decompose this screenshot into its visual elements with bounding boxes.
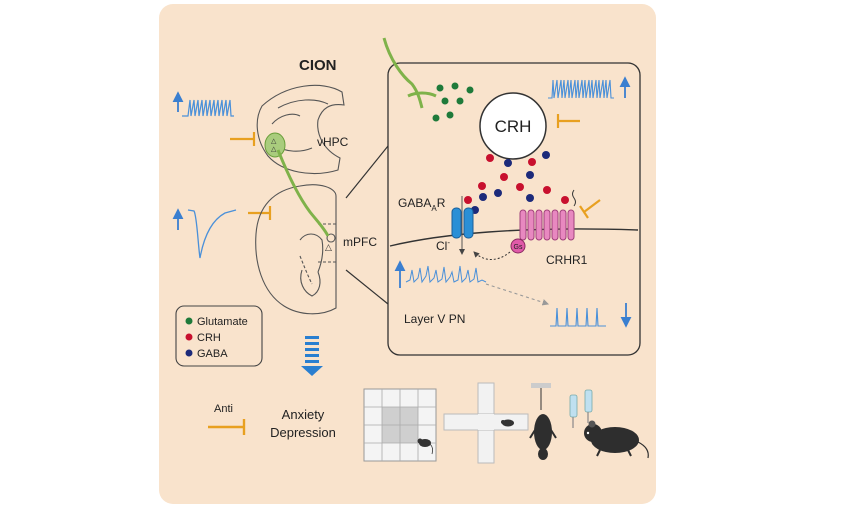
legend-item-glutamate: Glutamate bbox=[185, 316, 248, 328]
legend-item-crh: CRH bbox=[185, 332, 221, 344]
figure-title: CION bbox=[299, 57, 337, 74]
chloride-ion-label: Cl- bbox=[436, 238, 450, 253]
crhr1-receptor bbox=[519, 209, 575, 241]
legend-item-gaba: GABA bbox=[185, 348, 228, 360]
neuron-triangle-icon: △ bbox=[271, 146, 277, 153]
legend-label: Glutamate bbox=[197, 316, 248, 328]
region-label-vhpc: vHPC bbox=[317, 135, 349, 149]
outcome-anxiety: Anxiety bbox=[282, 407, 325, 422]
gaba-molecules bbox=[471, 151, 550, 214]
axon-terminal bbox=[407, 91, 437, 98]
open-field-arena bbox=[363, 388, 437, 462]
anti-label: Anti bbox=[214, 403, 233, 415]
presynaptic-axon bbox=[382, 37, 424, 109]
legend-dot bbox=[185, 333, 193, 341]
elevated-plus-maze bbox=[443, 382, 529, 464]
mpfc-evoked-trace bbox=[172, 208, 237, 259]
gabaa-receptor bbox=[451, 196, 474, 255]
synapse-zoom-box bbox=[387, 62, 641, 356]
zoom-line-top bbox=[345, 145, 389, 199]
legend-box bbox=[175, 305, 263, 367]
brain-section-mpfc bbox=[255, 184, 337, 315]
legend-label: CRH bbox=[197, 332, 221, 344]
crh-molecules bbox=[464, 154, 569, 204]
legend-dot bbox=[185, 317, 193, 325]
inhibit-symbol-crhr1 bbox=[579, 199, 601, 219]
dashed-down-arrow-icon bbox=[301, 336, 323, 376]
inhibit-symbol-crh bbox=[556, 114, 580, 128]
inhibit-symbol-mpfc bbox=[248, 206, 272, 220]
gs-to-gabaa-arrow bbox=[473, 251, 511, 260]
crh-neuron-label: CRH bbox=[495, 117, 532, 136]
legend-dot bbox=[185, 349, 193, 357]
neuron-triangle-icon: △ bbox=[325, 242, 332, 252]
gabaa-receptor-label: GABAAR bbox=[398, 196, 446, 213]
cell-membrane bbox=[389, 228, 639, 247]
receptor-tail bbox=[572, 189, 576, 207]
legend-label: GABA bbox=[197, 348, 228, 360]
inhibit-symbol-outcome bbox=[208, 419, 246, 435]
trace-transition-arrow bbox=[485, 283, 550, 306]
inhibit-symbol-vhpc bbox=[230, 132, 256, 146]
region-label-mpfc: mPFC bbox=[343, 235, 377, 249]
gs-protein-icon bbox=[510, 238, 526, 254]
glutamate-vesicles bbox=[432, 82, 474, 122]
layer-v-pn-label: Layer V PN bbox=[404, 312, 465, 326]
crh-firing-trace bbox=[548, 76, 631, 99]
sucrose-preference-mouse bbox=[569, 389, 649, 459]
layer-v-spontaneous-trace bbox=[394, 260, 487, 288]
vhpc-to-mpfc-axon bbox=[276, 149, 330, 237]
outcome-depression: Depression bbox=[270, 425, 336, 440]
vhpc-firing-trace bbox=[172, 91, 234, 117]
neuron-triangle-icon: △ bbox=[271, 138, 277, 145]
brain-section-vhpc bbox=[256, 84, 345, 175]
crh-neuron bbox=[479, 92, 547, 160]
tail-suspension-mouse bbox=[529, 383, 557, 460]
vhpc-injection-site bbox=[264, 132, 286, 158]
crhr1-label: CRHR1 bbox=[546, 253, 588, 267]
gs-protein-label: Gs bbox=[514, 244, 523, 251]
layer-v-firing-trace bbox=[550, 303, 632, 328]
zoom-line-bottom bbox=[345, 269, 389, 305]
